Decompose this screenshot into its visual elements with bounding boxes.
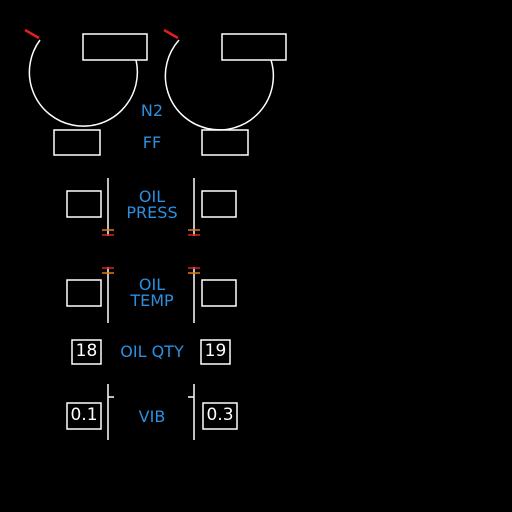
oil-temp-readout-box-engine-2 bbox=[201, 279, 237, 307]
oil-qty-value-engine-2: 19 bbox=[204, 341, 227, 361]
n2-dial-arc-engine-1 bbox=[28, 39, 139, 127]
oil-temp-label-line-2: TEMP bbox=[130, 291, 174, 310]
vib-box-engine-2 bbox=[202, 402, 238, 430]
vib-value-engine-1: 0.1 bbox=[70, 405, 98, 425]
n2-redline-marker-engine-1 bbox=[24, 28, 40, 40]
vib-label: VIB bbox=[138, 407, 166, 426]
vib-box-engine-1 bbox=[66, 402, 102, 430]
n2-readout-box-engine-1 bbox=[82, 33, 148, 61]
ff-label: FF bbox=[142, 133, 162, 152]
oil-qty-box-engine-1 bbox=[71, 339, 102, 365]
n2-redline-marker-engine-2 bbox=[163, 28, 179, 40]
oil-temp-readout-box-engine-1 bbox=[66, 279, 102, 307]
oil-qty-box-engine-2 bbox=[200, 339, 231, 365]
vib-value-engine-2: 0.3 bbox=[206, 405, 234, 425]
oil-qty-label: OIL QTY bbox=[120, 342, 184, 361]
n2-label: N2 bbox=[140, 101, 164, 120]
oil-press-readout-box-engine-1 bbox=[66, 190, 102, 218]
ff-readout-box-engine-1 bbox=[53, 129, 101, 156]
n2-readout-box-engine-2 bbox=[221, 33, 287, 61]
oil-temp-label-line-1: OIL bbox=[138, 275, 166, 294]
n2-dial-arc-engine-2 bbox=[164, 39, 275, 131]
oil-press-readout-box-engine-2 bbox=[201, 190, 237, 218]
oil-qty-value-engine-1: 18 bbox=[75, 341, 98, 361]
ff-readout-box-engine-2 bbox=[201, 129, 249, 156]
oil-press-label-line-1: OIL bbox=[138, 187, 166, 206]
oil-press-label-line-2: PRESS bbox=[126, 203, 178, 222]
